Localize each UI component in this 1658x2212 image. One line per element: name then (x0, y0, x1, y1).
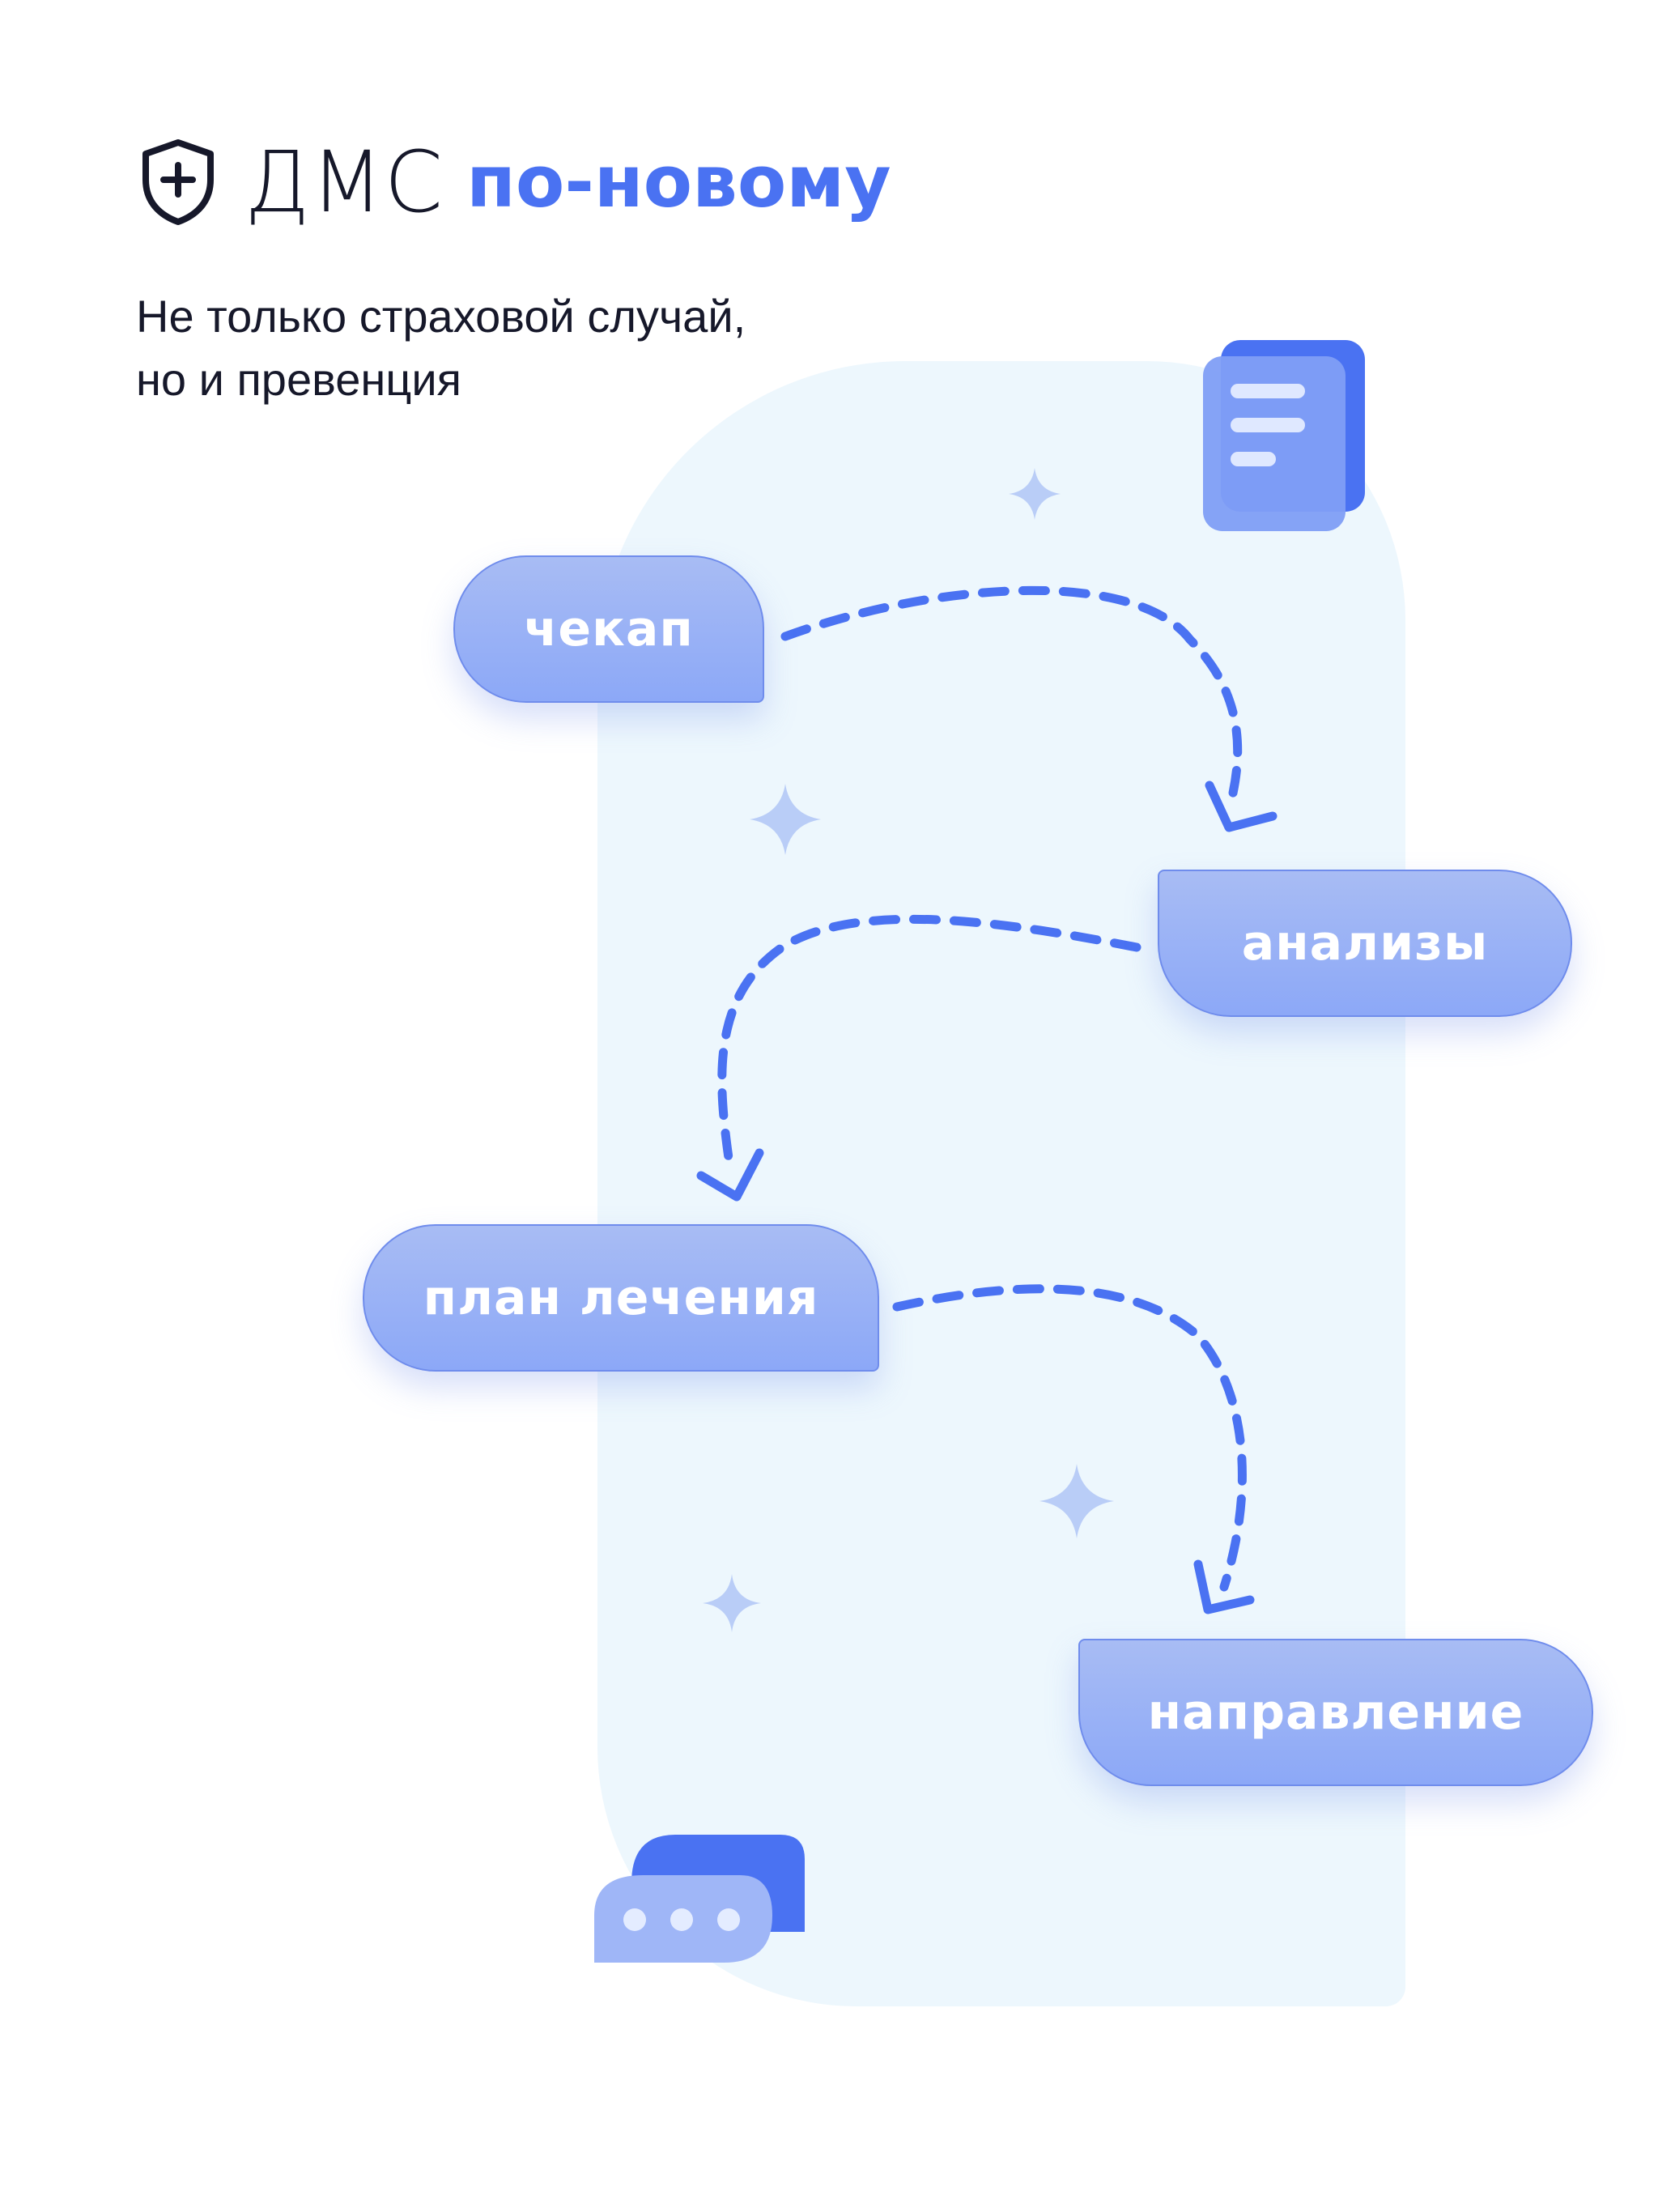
step-pill-treatment-plan: план лечения (363, 1224, 879, 1372)
header: ДМС по-новому (139, 138, 891, 227)
step-pill-checkup: чекап (453, 555, 764, 703)
connector-1 (780, 585, 1243, 815)
sparkle-icon (750, 784, 821, 855)
sparkle-icon (1039, 1464, 1114, 1538)
connector-2 (717, 914, 1141, 1163)
chat-bubble-icon (594, 1835, 805, 1963)
title-accent: по-новому (466, 140, 891, 223)
connector-3 (892, 1284, 1247, 1592)
subtitle-line-2: но и превенция (136, 354, 461, 405)
step-pill-referral: направление (1078, 1639, 1593, 1786)
sparkle-icon (703, 1574, 761, 1632)
step-pill-tests: анализы (1158, 870, 1572, 1017)
arrowhead-3 (1193, 1559, 1255, 1614)
subtitle-line-1: Не только страховой случай, (136, 291, 746, 342)
shield-plus-icon (142, 139, 214, 225)
arrowhead-1 (1205, 781, 1278, 832)
document-icon (1203, 340, 1365, 531)
subtitle: Не только страховой случай, но и превенц… (136, 285, 746, 411)
title-plain: ДМС (244, 133, 444, 232)
arrowhead-2 (696, 1148, 764, 1202)
sparkle-icon (1009, 468, 1061, 520)
